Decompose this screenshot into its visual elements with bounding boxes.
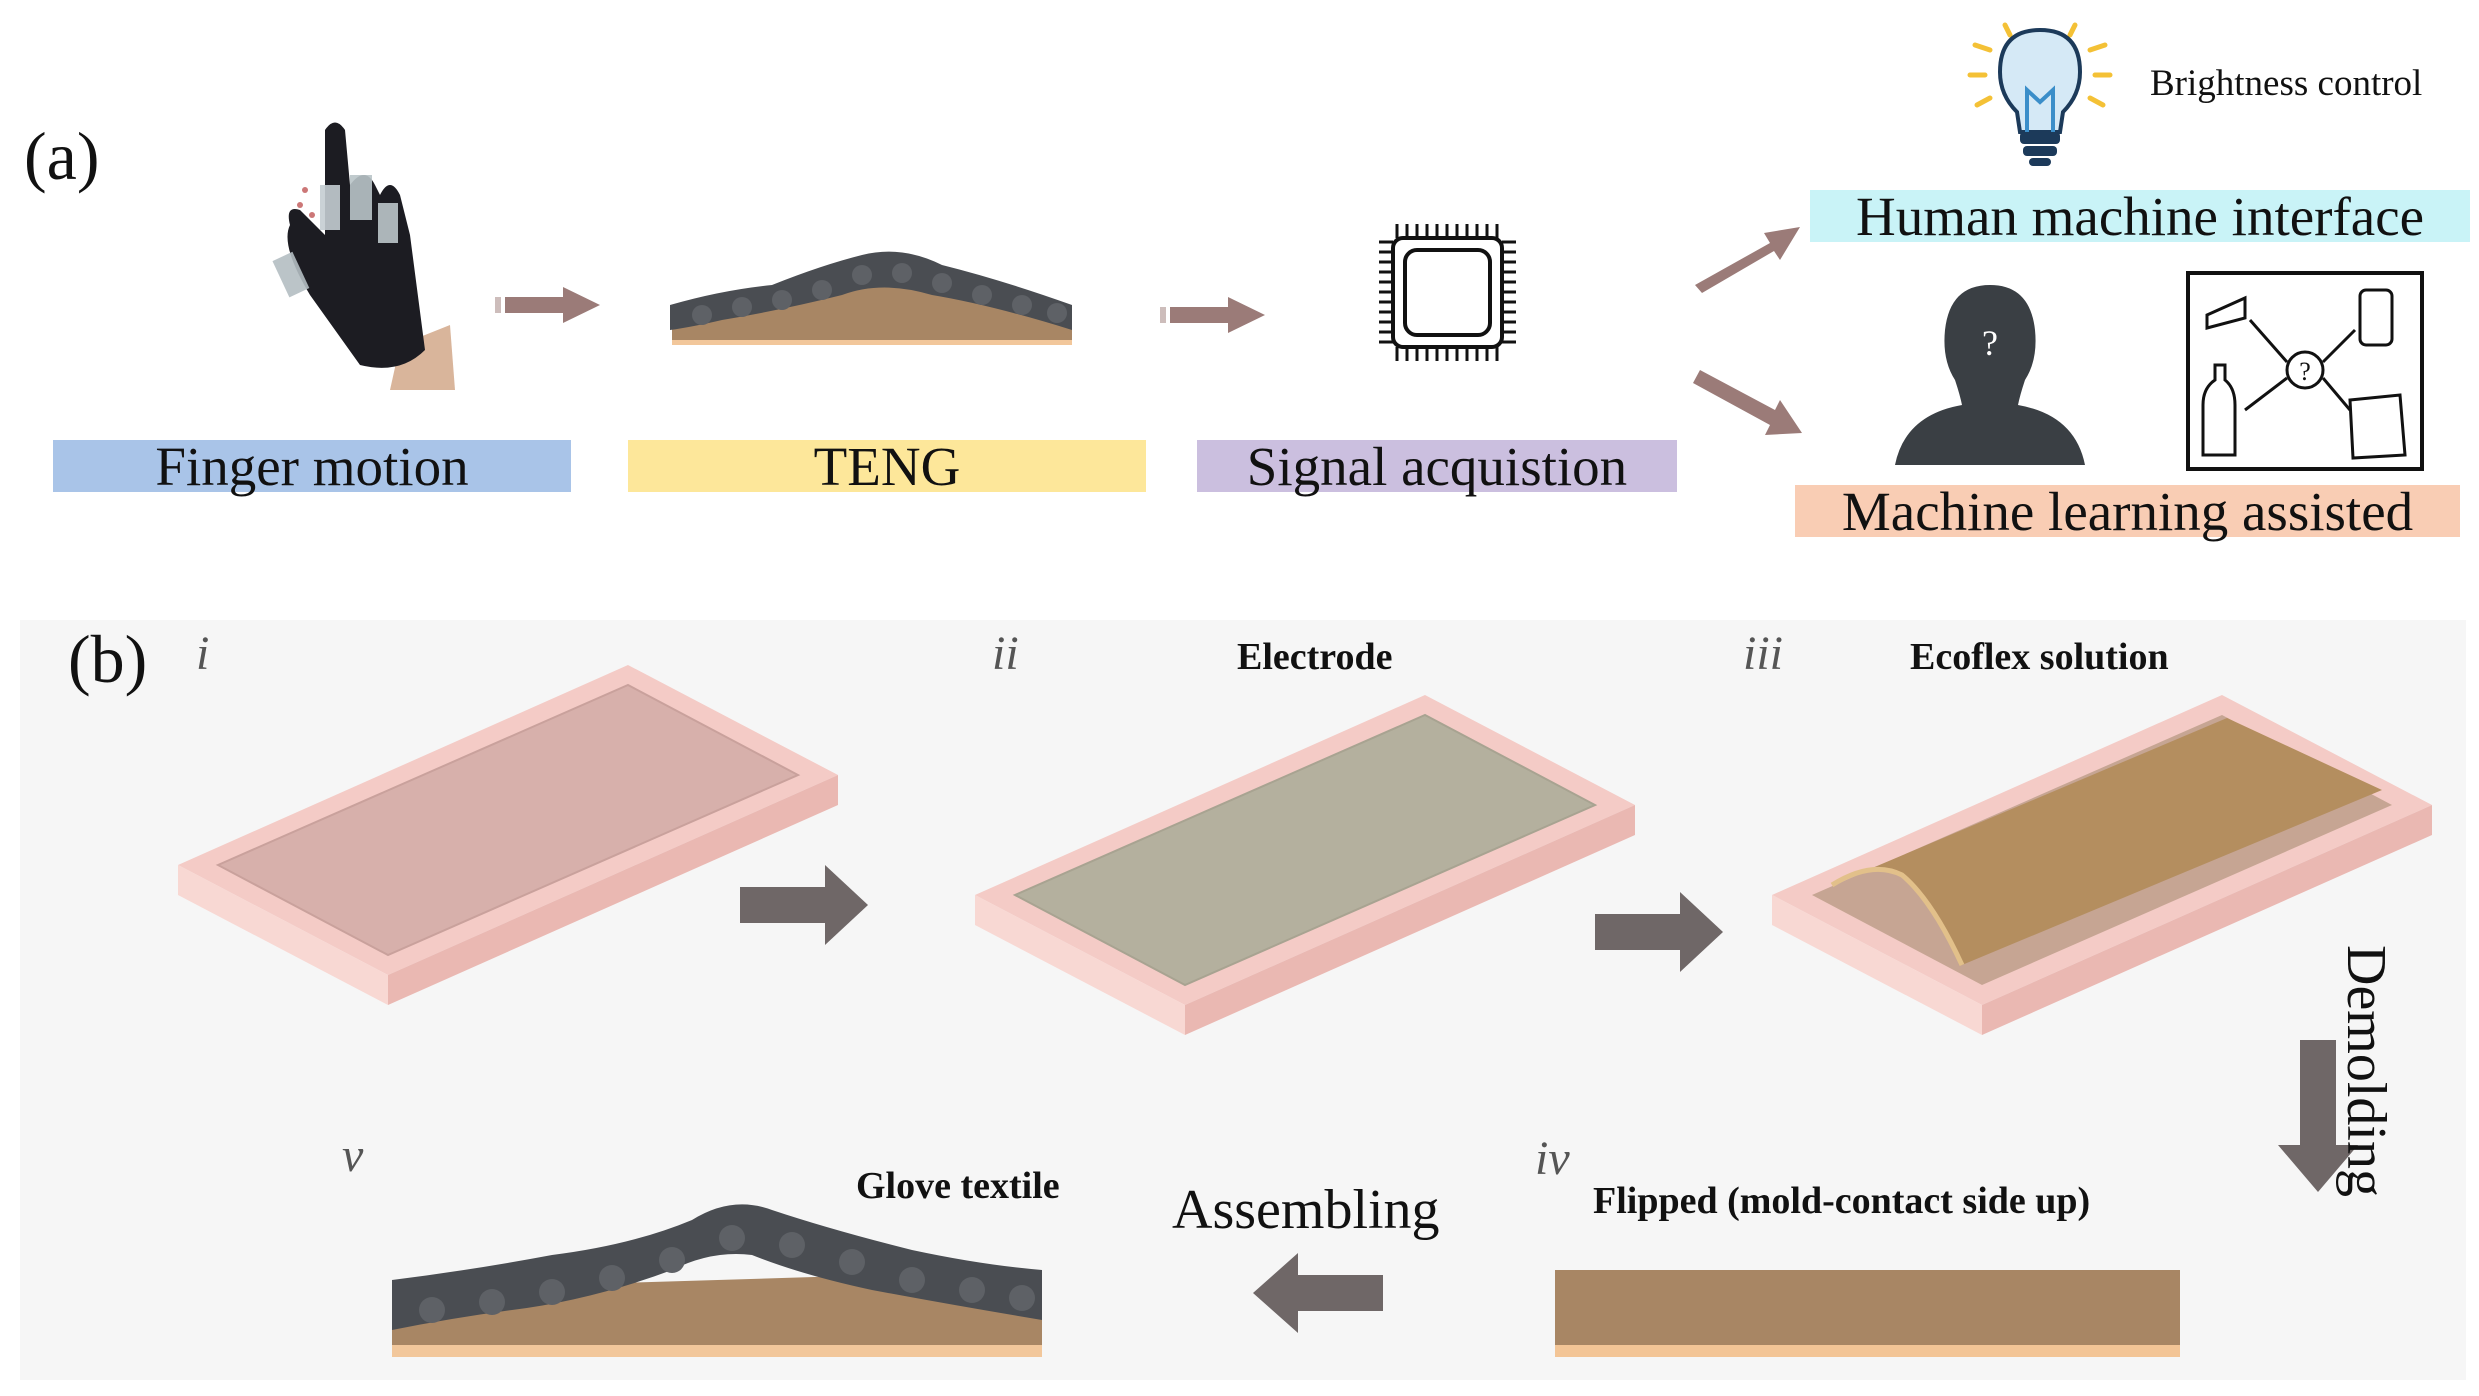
- teng-label: TENG: [628, 436, 1146, 497]
- arrow-i-to-ii: [740, 865, 868, 945]
- arrow-ii-to-iii: [1595, 892, 1723, 972]
- arrow-chip-to-hmi: [1695, 227, 1800, 293]
- step-iv-number: iv: [1535, 1132, 1570, 1185]
- assembling-arrow: [1253, 1253, 1383, 1333]
- flipped-ecoflex-slab: [1555, 1270, 2180, 1357]
- glove-image: [272, 122, 455, 390]
- arrow-chip-to-ml: [1693, 370, 1802, 435]
- demolding-arrow: [2278, 1040, 2358, 1192]
- object-recognition-diagram: ?: [2186, 271, 2424, 471]
- glove-textile-caption: Glove textile: [856, 1165, 1060, 1207]
- step-v-number: v: [342, 1129, 364, 1182]
- arrow-glove-to-teng: [495, 287, 600, 323]
- mold-with-ecoflex: [1772, 695, 2432, 1035]
- lightbulb-icon: [1967, 22, 2113, 166]
- brightness-control-label: Brightness control: [2150, 63, 2423, 104]
- step-ii-number: ii: [992, 627, 1019, 680]
- arrow-teng-to-chip: [1160, 297, 1265, 333]
- assembling-label: Assembling: [1172, 1179, 1440, 1241]
- step-iii-number: iii: [1743, 627, 1784, 680]
- teng-textile-image: [670, 251, 1072, 345]
- finger-motion-label: Finger motion: [53, 436, 571, 497]
- glove-textile-image: [392, 1204, 1042, 1357]
- step-i-number: i: [196, 627, 210, 680]
- mold-empty: [178, 665, 838, 1005]
- person-icon: ?: [1895, 285, 2085, 465]
- mold-with-electrode: [975, 695, 1635, 1035]
- signal-acquisition-label: Signal acquistion: [1197, 436, 1677, 497]
- flipped-caption: Flipped (mold-contact side up): [1593, 1180, 2091, 1222]
- panel-b-label: (b): [68, 621, 148, 697]
- ml-label: Machine learning assisted: [1795, 481, 2460, 542]
- electrode-caption: Electrode: [1237, 636, 1393, 678]
- svg-text:?: ?: [2299, 357, 2311, 386]
- panel-a-label: (a): [24, 118, 100, 194]
- hmi-label: Human machine interface: [1810, 186, 2470, 247]
- demolding-label: Demolding: [2335, 945, 2397, 1197]
- person-question-mark: ?: [1982, 323, 1998, 363]
- ecoflex-caption: Ecoflex solution: [1910, 636, 2169, 678]
- chip-icon: [1379, 224, 1516, 361]
